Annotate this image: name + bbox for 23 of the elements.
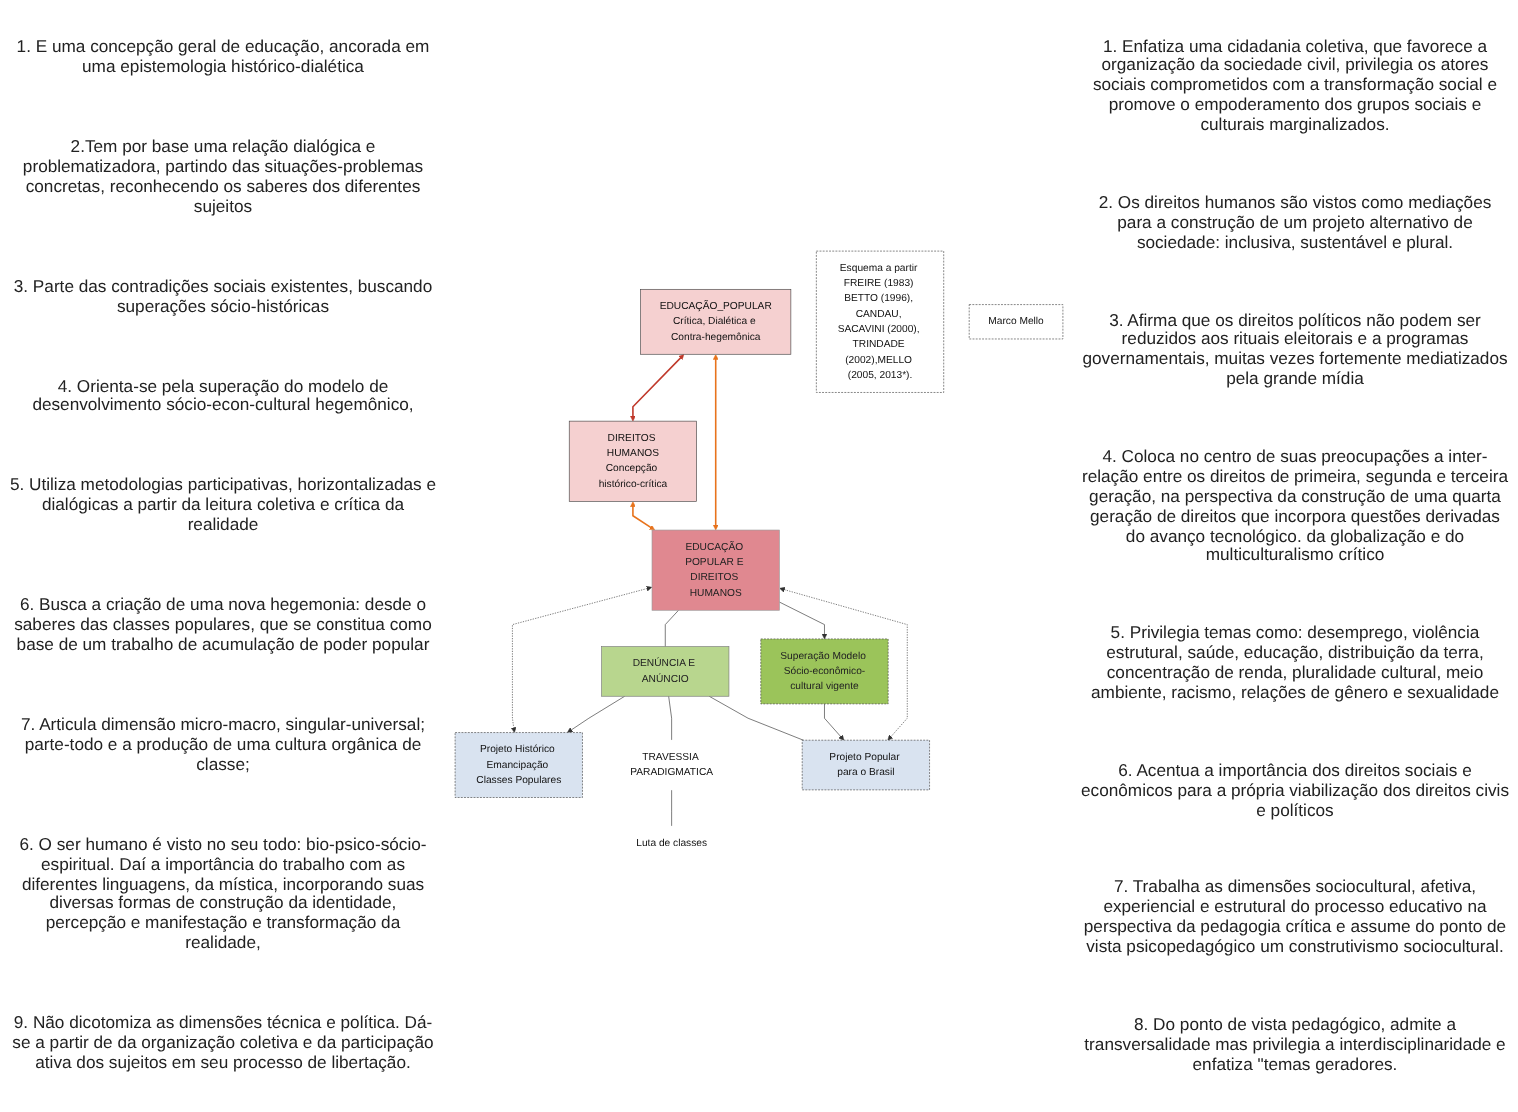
numbered-statement: 3. Parte das contradições sociais existentes, buscando superações sócio-históricas <box>11 277 435 317</box>
numbered-statement: 6. Acentua a importância dos direitos sociais e econômicos para a própria viabilização dos direitos civis e políticos <box>1080 761 1510 821</box>
numbered-statement: 9. Não dicotomiza as dimensões técnica e política. Dá-se a partir de da organização coletiva e da participação ativa dos sujeitos em seu processo de libertação. <box>10 1014 436 1074</box>
numbered-statement: 4. Orienta-se pela superação do modelo de desenvolvimento sócio-econ-cultural hegemônico, <box>30 377 416 417</box>
numbered-statement: 2. Os direitos humanos são vistos como mediações para a construção de um projeto alternativo de sociedade: inclusiva, sustentável e plural. <box>1096 193 1494 253</box>
arrow <box>712 354 719 531</box>
numbered-statement: 7. Trabalha as dimensões sociocultural, afetiva, experiencial e estrutural do processo educativo na perspectiva da pedagogia crítica e assume do ponto de vista psicopedagógico um construtivismo sociocultural. <box>1081 878 1509 958</box>
arrow <box>630 501 655 531</box>
numbered-statement: 8. Do ponto de vista pedagógico, admite a transversalidade mas privilegia a interdisciplinaridade e enfatiza "temas geradores. <box>1082 1015 1508 1075</box>
connector <box>708 696 804 741</box>
numbered-statement: 6. O ser humano é visto no seu todo: bio-psico-sócio-espiritual. Daí a importância do trabalho com as diferentes linguagens, da mística, incorporando suas diversas formas de construção da identidade, percepção e manifestação e transformação da realidade, <box>17 835 429 955</box>
connector <box>668 696 672 741</box>
numbered-statement: 7. Articula dimensão micro-macro, singular-universal; parte-todo e a produção de uma cultura orgânica de classe; <box>18 716 428 776</box>
numbered-statement: 4. Coloca no centro de suas preocupações a inter-relação entre os direitos de primeira, segunda e terceira geração, na perspectiva da construção de uma quarta geração de direitos que incorpora questões derivadas do avanço tecnológico. da globalização e do multiculturalismo crítico <box>1080 448 1510 567</box>
numbered-statement: 1. Enfatiza uma cidadania coletiva, que favorece a organização da sociedade civil, privilegia os atores sociais comprometidos com a transformação social e promove o empoderamento dos grupos sociais e culturais marginalizados. <box>1090 37 1500 136</box>
numbered-statement: 3. Afirma que os direitos políticos não podem ser reduzidos aos rituais eleitorais e a programas governamentais, muitas vezes fortemente mediatizados pela grande mídia <box>1080 311 1510 390</box>
numbered-statement: 6. Busca a criação de uma nova hegemonia: desde o saberes das classes populares, que se constitua como base de um trabalho de acumulação de poder popular <box>12 596 434 656</box>
numbered-statement: 2.Tem por base uma relação dialógica e problematizadora, partindo das situações-problemas concretas, reconhecendo os saberes dos diferentes sujeitos <box>20 137 426 217</box>
numbered-statement: 1. E uma concepção geral de educação, ancorada em uma epistemologia histórico-dialética <box>14 38 432 78</box>
numbered-statement: 5. Privilegia temas como: desemprego, violência estrutural, saúde, educação, distribuição da terra, concentração de renda, pluralidade cultural, meio ambiente, racismo, relações de gênero e sexualidade <box>1089 624 1501 704</box>
connector <box>664 610 679 648</box>
arrow <box>630 354 685 422</box>
numbered-statement: 5. Utiliza metodologias participativas, horizontalizadas e dialógicas a partir da leitura coletiva e crítica da realidade <box>8 476 438 537</box>
